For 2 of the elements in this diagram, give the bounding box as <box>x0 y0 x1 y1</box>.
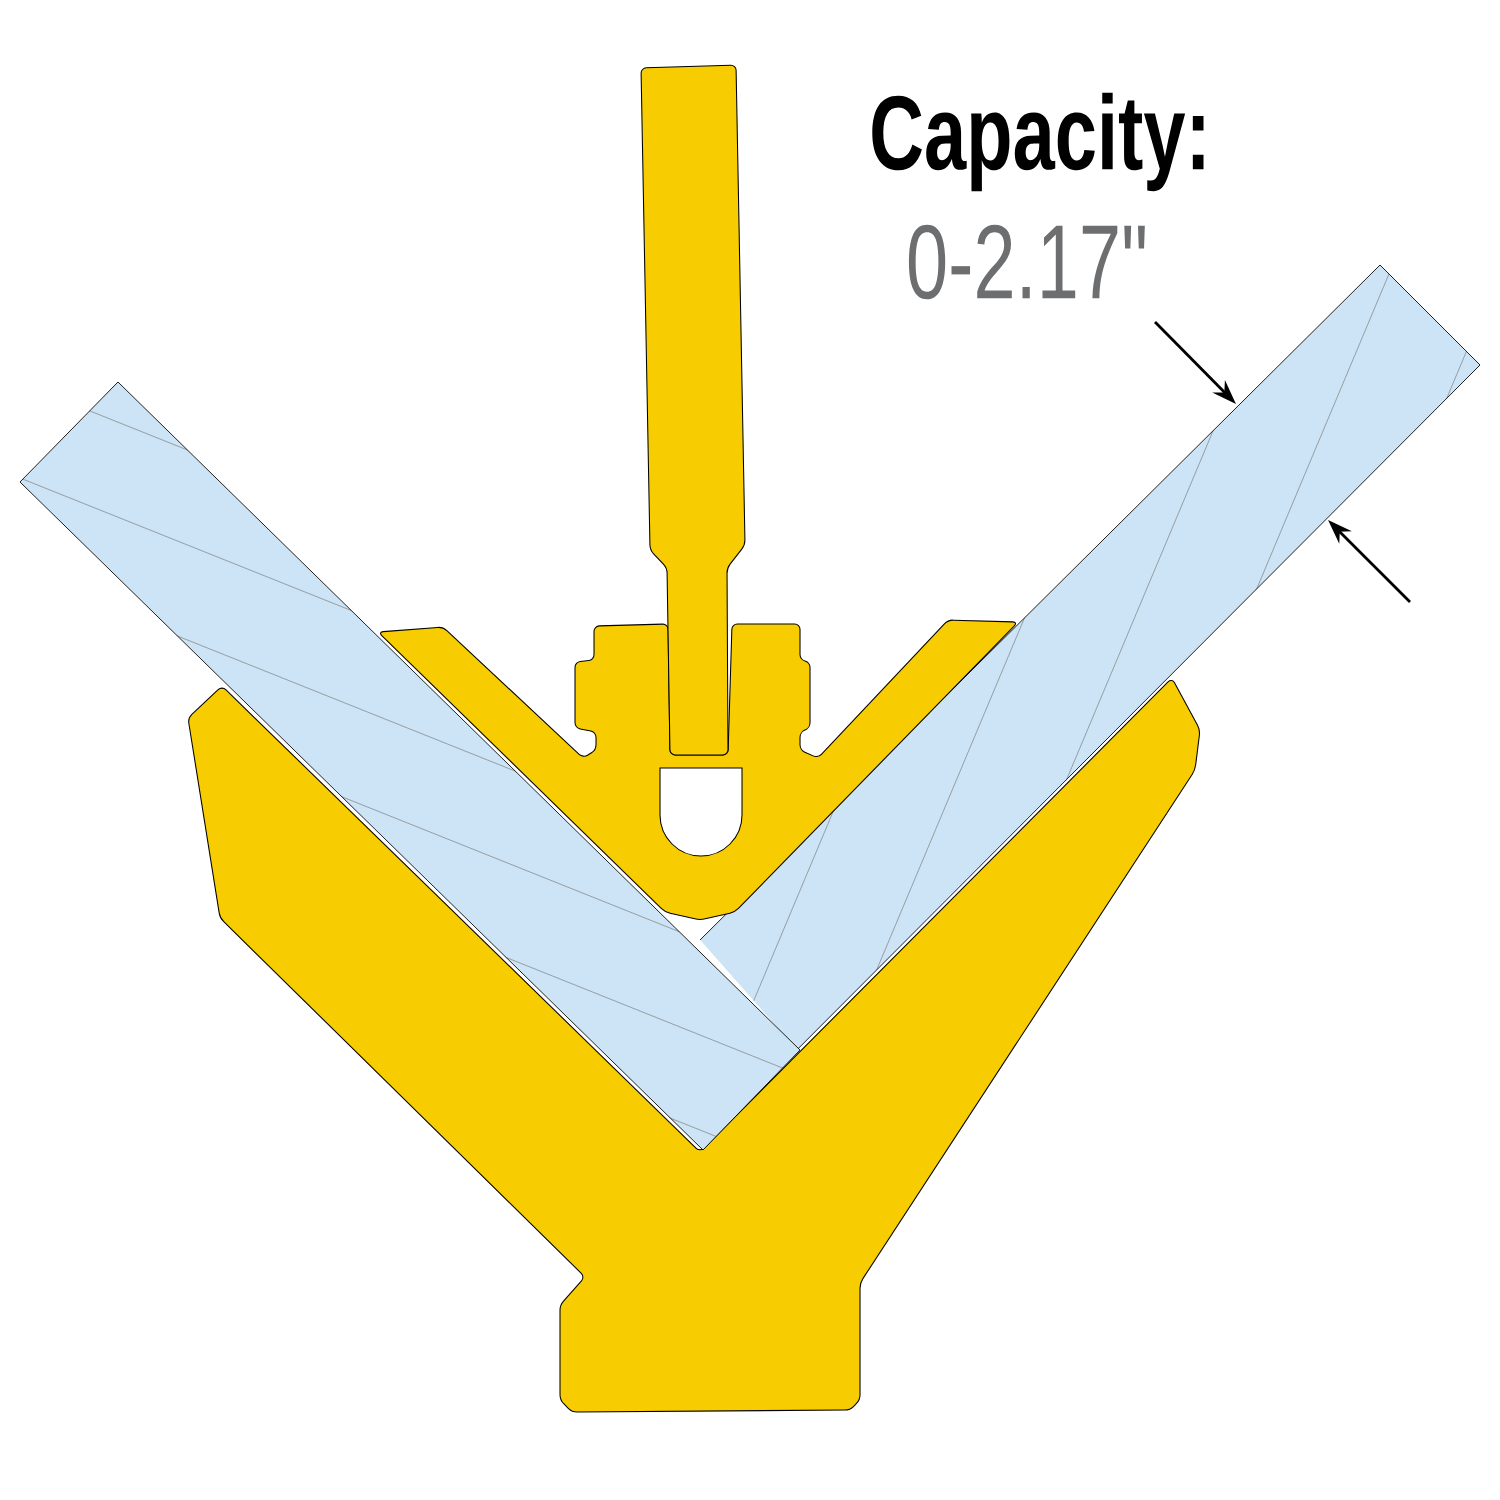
capacity-label: Capacity: <box>872 92 1204 192</box>
capacity-value: 0-2.17" <box>908 224 1145 300</box>
